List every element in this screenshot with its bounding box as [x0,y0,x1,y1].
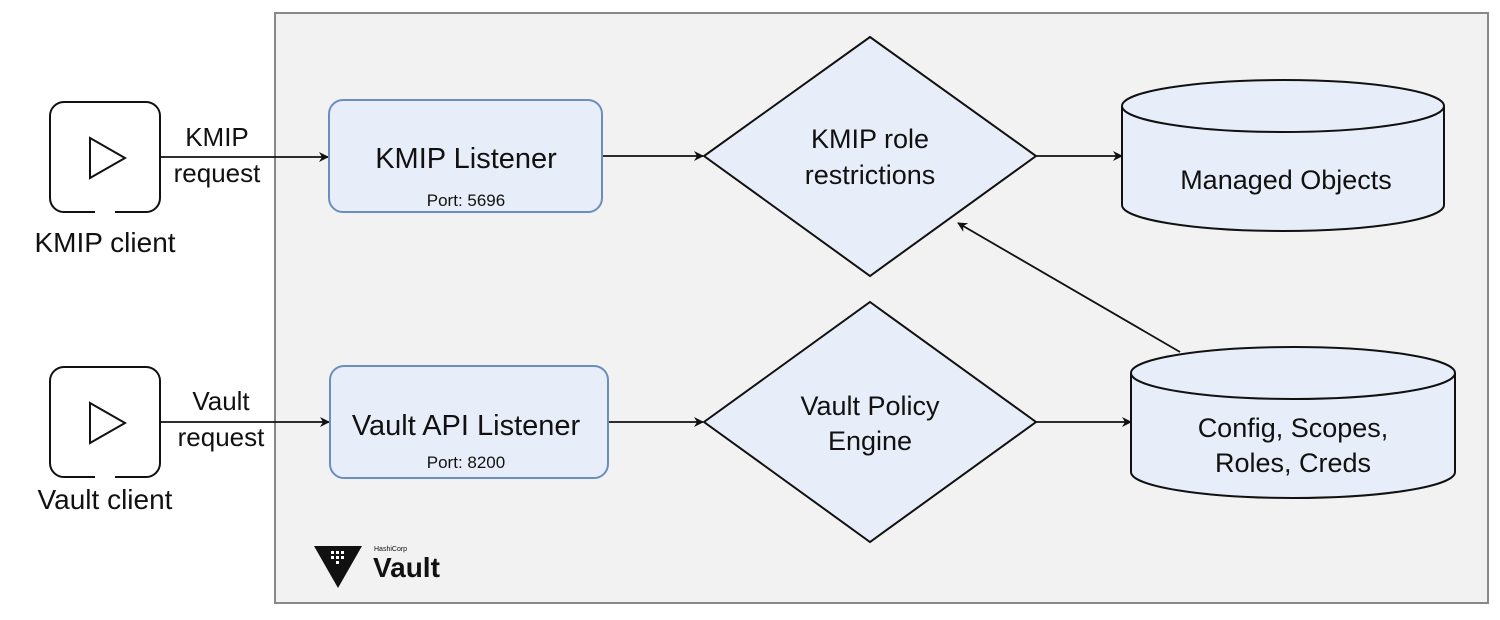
vault-policy-engine-node: Vault Policy Engine [702,300,1038,544]
vault-client: Vault client [38,366,173,515]
hashicorp-vault-logo: HashiCorp Vault [314,546,440,588]
vault-triangle-icon [314,546,362,588]
vault-client-label: Vault client [38,484,173,515]
config-store-label-line2: Roles, Creds [1215,448,1371,478]
kmip-listener-title: KMIP Listener [375,143,557,175]
vault-request-label-line1: Vault [192,386,250,416]
play-triangle-icon [89,401,128,445]
kmip-client: KMIP client [34,101,176,258]
kmip-request-label-line1: KMIP [185,122,249,152]
kmip-role-label-line1: KMIP role [811,124,929,154]
play-triangle-icon [89,136,128,180]
edge-config-to-role [957,222,1181,353]
vault-request-label-line2: request [178,422,265,452]
play-icon [49,366,161,478]
config-store: Config, Scopes, Roles, Creds [1130,346,1456,499]
vault-api-listener-title: Vault API Listener [352,410,581,442]
kmip-listener-node: KMIP Listener Port: 5696 [328,99,603,213]
managed-objects-label: Managed Objects [1180,165,1392,195]
logo-company: HashiCorp [374,546,407,553]
kmip-role-label-line2: restrictions [805,160,936,190]
logo-product: Vault [373,552,440,583]
vault-policy-label-line1: Vault Policy [800,391,940,421]
kmip-listener-port: Port: 5696 [427,191,505,210]
vault-api-listener-port: Port: 8200 [427,453,505,472]
vault-policy-label-line2: Engine [828,426,912,456]
managed-objects-store: Managed Objects [1121,79,1445,232]
kmip-request-label-line2: request [174,158,261,188]
kmip-client-label: KMIP client [34,227,175,258]
play-icon [49,101,161,213]
vault-api-listener-node: Vault API Listener Port: 8200 [329,365,609,479]
kmip-role-restrictions-node: KMIP role restrictions [702,35,1038,278]
config-store-label-line1: Config, Scopes, [1198,413,1389,443]
